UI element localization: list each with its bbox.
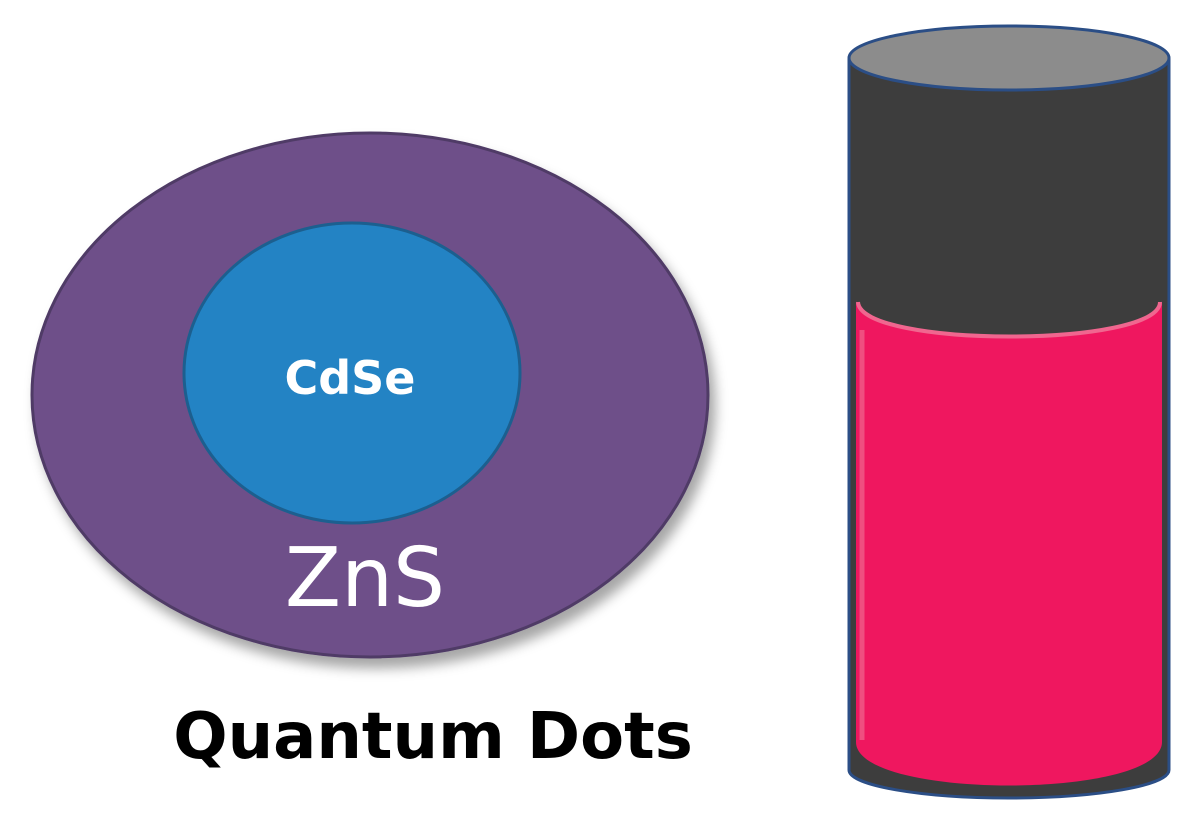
vial-cap-top — [847, 24, 1171, 92]
liquid-surface-highlight — [856, 301, 1162, 339]
shell-label: ZnS — [285, 531, 445, 626]
vial-liquid — [856, 300, 1162, 786]
quantum-dot: CdSe ZnS — [30, 131, 710, 659]
caption: Quantum Dots — [173, 700, 693, 774]
cdse-core — [182, 221, 522, 525]
core-label: CdSe — [284, 351, 415, 405]
vial — [847, 24, 1171, 800]
